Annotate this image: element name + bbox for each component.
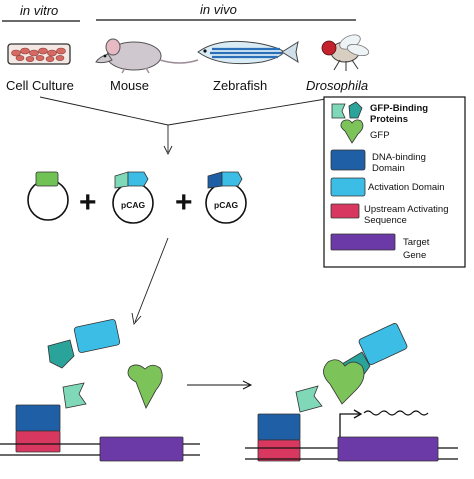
legend-gfp-binding-label: GFP-Binding <box>370 103 428 114</box>
plasmid-1 <box>27 171 69 221</box>
unbound-state <box>0 319 200 462</box>
convergence-lines <box>39 96 339 156</box>
legend-activation-icon <box>330 177 366 197</box>
activation-arrow <box>187 380 253 390</box>
plasmid-3-label: pCAG <box>214 200 238 210</box>
cell-culture-dish-icon <box>7 43 71 65</box>
legend-target-gene-label: Target <box>403 237 430 248</box>
legend-uas-icon <box>330 203 360 219</box>
plasmid-3: pCAG <box>205 171 247 224</box>
drosophila-label: Drosophila <box>306 78 368 93</box>
zebrafish-label: Zebrafish <box>213 78 267 93</box>
legend-target-gene-icon <box>330 233 396 251</box>
legend-uas-label: Upstream Activating <box>364 204 448 215</box>
zebrafish-icon <box>197 40 299 65</box>
plasmid-2-label: pCAG <box>121 200 145 210</box>
legend-dna-binding-icon <box>330 149 366 171</box>
drosophila-icon <box>321 34 370 71</box>
bound-state <box>245 323 458 462</box>
cell-culture-label: Cell Culture <box>6 78 74 93</box>
legend-dna-binding-label-2: Domain <box>372 163 405 174</box>
legend-dna-binding-label: DNA-binding <box>372 152 426 163</box>
plus-sign: + <box>79 186 97 219</box>
legend-gfp-icon <box>340 119 364 144</box>
legend-gfp-binding-icon <box>331 101 363 119</box>
legend-activation-label: Activation Domain <box>368 182 445 193</box>
mouse-icon <box>95 38 199 74</box>
plus-sign: + <box>175 186 193 219</box>
mouse-label: Mouse <box>110 78 149 93</box>
in-vitro-heading: in vitro <box>20 3 58 18</box>
in-vivo-heading: in vivo <box>200 2 237 17</box>
plasmid-2: pCAG <box>112 171 154 224</box>
legend-target-gene-label-2: Gene <box>403 250 426 261</box>
transfection-arrow <box>131 237 169 325</box>
legend-gfp-binding-label-2: Proteins <box>370 114 408 125</box>
legend-uas-label-2: Sequence <box>364 215 407 226</box>
legend-gfp-label: GFP <box>370 130 390 141</box>
